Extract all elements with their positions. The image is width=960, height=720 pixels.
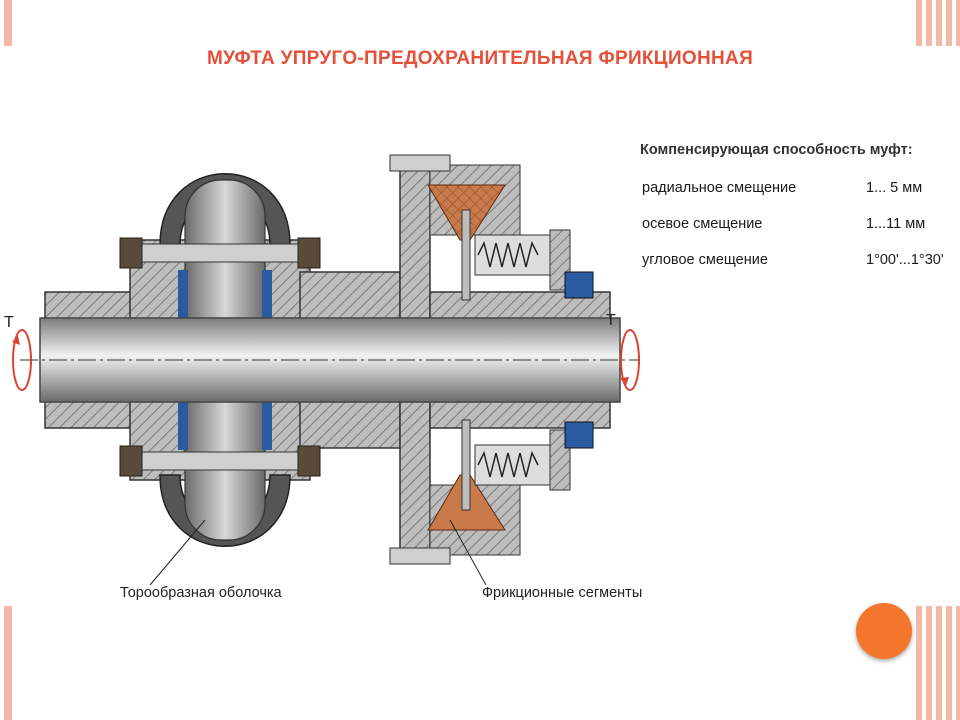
spec-label: угловое смещение — [642, 252, 768, 268]
caption-friction-segments: Фрикционные сегменты — [482, 585, 643, 601]
left-bolts — [119, 237, 321, 477]
torque-label-left: T — [4, 314, 14, 331]
spec-row-radial: радиальное смещение 1... 5 мм — [640, 180, 958, 216]
spec-row-angular: угловое смещение 1°00'...1°30' — [640, 252, 958, 288]
orange-circle-decoration — [856, 603, 912, 659]
slide-stripe-left-bottom — [4, 606, 12, 720]
caption-torus-shell: Торообразная оболочка — [120, 585, 282, 601]
compensation-specs: Компенсирующая способность муфт: радиаль… — [640, 142, 958, 288]
springs — [474, 229, 594, 491]
leader-line-torus — [149, 519, 206, 586]
spec-row-axial: осевое смещение 1...11 мм — [640, 216, 958, 252]
slide-stripe-right — [916, 0, 960, 46]
torque-arrow-left — [12, 329, 32, 391]
spec-value: 1...11 мм — [866, 216, 926, 232]
torque-label-right: T — [606, 312, 616, 329]
friction-segments — [427, 184, 506, 531]
leader-line-friction — [449, 519, 487, 586]
slide-stripe-left — [4, 0, 12, 46]
spec-value: 1... 5 мм — [866, 180, 923, 196]
specs-heading: Компенсирующая способность муфт: — [640, 142, 913, 158]
spec-value: 1°00'...1°30' — [866, 252, 944, 268]
slide-stripe-right-bottom — [916, 606, 960, 720]
torque-arrow-right — [620, 329, 640, 391]
spec-label: радиальное смещение — [642, 180, 797, 196]
slide-title: МУФТА УПРУГО-ПРЕДОХРАНИТЕЛЬНАЯ ФРИКЦИОНН… — [206, 48, 754, 69]
spec-label: осевое смещение — [642, 216, 763, 232]
shaft — [20, 317, 640, 403]
